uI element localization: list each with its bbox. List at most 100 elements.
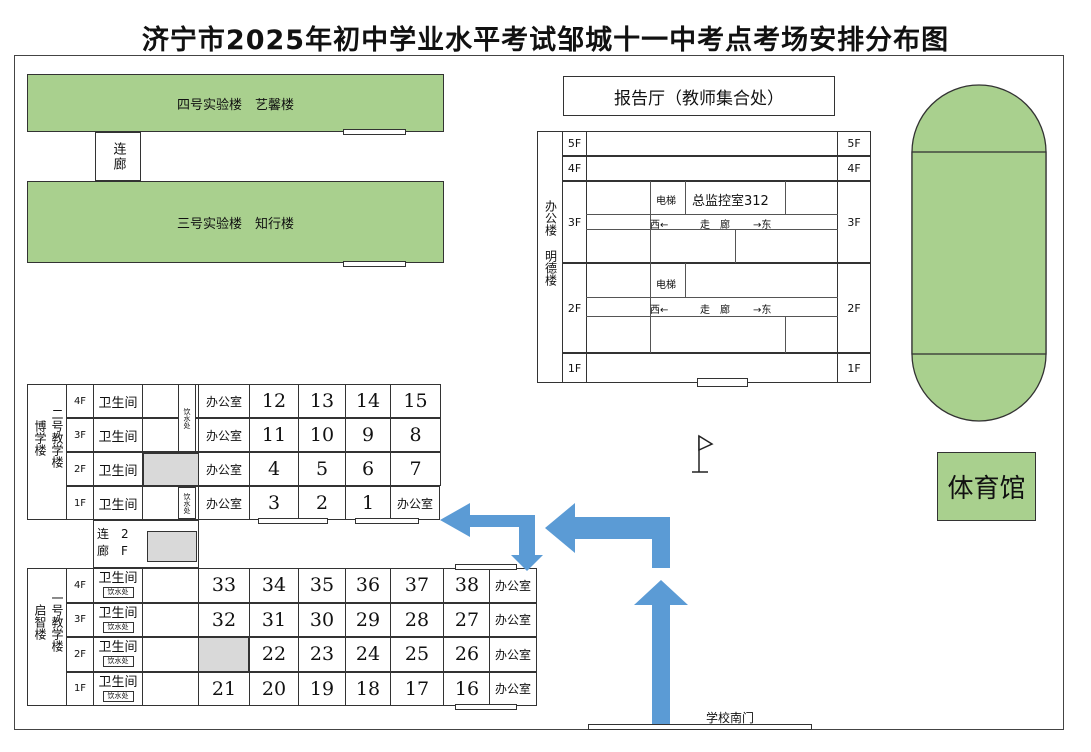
south-gate-label: 学校南门 [706,711,755,725]
b2-water-top: 饮水处 [178,384,196,452]
b1-stair [142,637,199,672]
office-floor-label-right: 3F [837,181,871,263]
office-2f-line [586,316,838,317]
b2-exam-room: 7 [390,452,441,486]
b2-office: 办公室 [198,486,250,520]
office-floor-label-right: 1F [837,353,871,383]
elevator-3f: 电梯 [656,196,676,207]
b1-exam-room: 29 [345,602,391,637]
lab-building-4: 四号实验楼 艺馨楼 [27,74,444,132]
office-floor-label-left: 4F [562,156,587,181]
b1-exam-room: 38 [443,568,491,603]
corridor-word1: 走 [700,220,710,231]
b1-exam-room: 17 [390,671,444,706]
b1-toilet: 卫生间 [98,640,138,655]
b1-stair [142,602,199,637]
office-floor-label-right: 4F [837,156,871,181]
building-2-names: 博学楼 二号教学楼 [30,408,66,498]
b1-exam-room: 16 [443,671,491,706]
corridor-east: →东 [753,220,772,231]
building-1-name1: 一号教学楼 [50,592,64,652]
south-gate [588,724,812,730]
b1-exam-room: 32 [198,602,250,637]
b1-toilet-cell: 卫生间饮水处 [93,602,143,637]
b1-water: 饮水处 [102,621,134,633]
flag-icon [692,434,714,473]
office-2f-divider [785,316,786,353]
b2-exam-room: 14 [345,384,391,418]
office-floor-label-left: 2F [562,263,587,353]
b1-floor-label: 2F [66,637,94,672]
building-1-bottom-door [455,704,517,710]
b1-exam-room: 26 [443,637,491,672]
office-building-name: 办公楼 明德楼 [540,200,560,286]
b1-exam-room: 35 [298,568,346,603]
office-2f-divider [685,263,686,297]
b1-exam-room: 36 [345,568,391,603]
arrow-to-building-entrances [440,503,543,571]
office-3f-divider [650,181,651,263]
corridor-word1: 走 [700,305,710,316]
b1-exam-room: 30 [298,602,346,637]
b1-exam-room: 28 [390,602,444,637]
b2-exam-room: 6 [345,452,391,486]
b1-exam-room: 33 [198,568,250,603]
b2-exam-room: 1 [345,486,391,520]
b1-exam-room: 25 [390,637,444,672]
arrow-up-from-gate [634,580,688,730]
corridor-2f-right: 2 F [121,527,129,558]
office-2f-line [586,297,838,298]
b1-floor-label: 3F [66,602,94,637]
building-1-name2: 启智楼 [33,604,47,640]
b2-exam-room: 13 [298,384,346,418]
b2-office: 办公室 [198,418,250,452]
b1-toilet-cell: 卫生间饮水处 [93,671,143,706]
b1-exam-room: 31 [249,602,299,637]
b1-exam-room: 27 [443,602,491,637]
office-2f-divider [650,263,651,353]
b2-floor-label: 2F [66,452,94,486]
b2-water-bottom: 饮水处 [178,487,196,519]
office-floor-body [586,131,838,156]
b2-toilet: 卫生间 [93,418,143,452]
corridor-east: →东 [753,305,772,316]
office-floor-body [586,156,838,181]
office-building-label2: 明德楼 [543,250,558,286]
office-floor-label-left: 3F [562,181,587,263]
b1-exam-room: 20 [249,671,299,706]
b1-water: 饮水处 [102,656,134,667]
b1-toilet: 卫生间 [98,674,138,690]
b2-exam-room: 2 [298,486,346,520]
b1-office: 办公室 [489,671,537,706]
office-floor-body [586,181,838,263]
b1-water: 饮水处 [102,690,134,702]
office-floor-label-left: 5F [562,131,587,156]
arrow-left-to-building [545,503,670,568]
b1-toilet: 卫生间 [98,605,138,621]
lab3-door [343,261,406,267]
office-3f-divider [735,229,736,263]
b2-exam-room: 10 [298,418,346,452]
b2-floor-label: 3F [66,418,94,452]
b2-toilet: 卫生间 [93,384,143,418]
b2-2f-gray [143,453,199,486]
report-hall-label: 报告厅（教师集合处） [614,88,784,109]
b2-office: 办公室 [198,384,250,418]
b1-exam-room: 24 [345,637,391,672]
b2-floor-label: 4F [66,384,94,418]
b1-stair [142,568,199,603]
b2-exam-room: 8 [390,418,441,452]
b1-toilet-cell: 卫生间饮水处 [93,637,143,672]
campus-frame [14,55,1064,730]
corridor-west: 西← [650,305,669,316]
b1-exam-room: 22 [249,637,299,672]
office-building-label1: 办公楼 [543,200,558,236]
b2-office: 办公室 [198,452,250,486]
route-arrows [440,503,688,730]
b2-exam-room: 11 [249,418,299,452]
monitor-room: 总监控室312 [692,194,769,209]
corridor-2f-gray-block [147,531,197,562]
b1-exam-room: 34 [249,568,299,603]
building-2-name1: 二号教学楼 [50,408,64,468]
b1-2f-gray [198,637,249,672]
